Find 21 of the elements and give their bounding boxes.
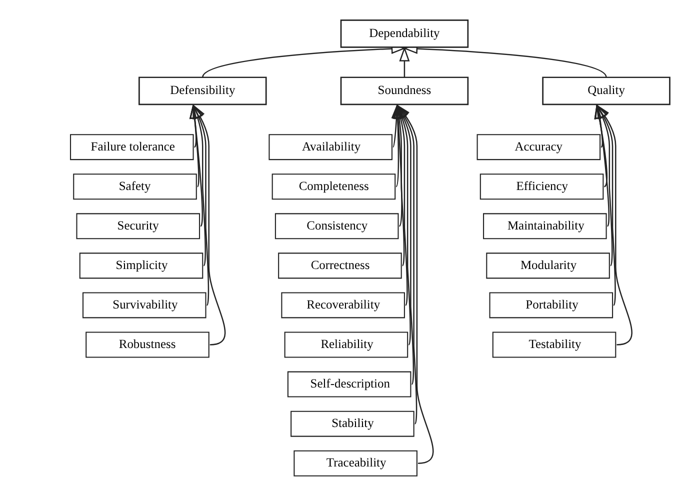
arrow (594, 103, 610, 226)
node-box: Soundness (340, 76, 469, 105)
node-box: Quality (542, 76, 670, 105)
arrow (396, 104, 434, 464)
arrow (596, 103, 613, 266)
arrow (396, 103, 414, 384)
node-box: Defensibility (138, 76, 267, 105)
arrow (396, 103, 408, 306)
arrow (396, 103, 418, 424)
node-box: Dependability (340, 18, 469, 48)
arrow (192, 103, 226, 345)
arrow (190, 103, 203, 226)
arrow (594, 103, 605, 147)
arrow (396, 103, 411, 345)
arrow (392, 103, 403, 186)
arrow (192, 103, 210, 306)
arrow (596, 103, 616, 306)
arrow (594, 103, 608, 187)
arrow (596, 103, 632, 345)
arrow (192, 103, 206, 266)
arrow (399, 46, 410, 77)
